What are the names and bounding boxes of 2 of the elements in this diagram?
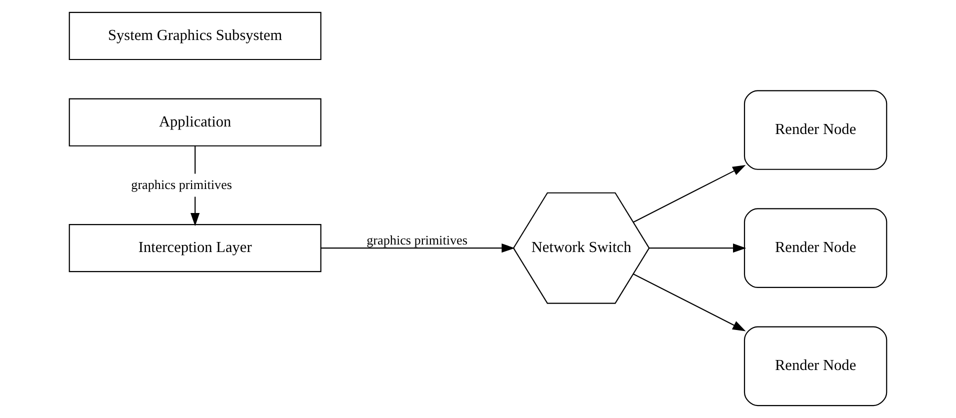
edge-label: graphics primitives: [131, 177, 232, 192]
edge-label: graphics primitives: [366, 232, 468, 248]
